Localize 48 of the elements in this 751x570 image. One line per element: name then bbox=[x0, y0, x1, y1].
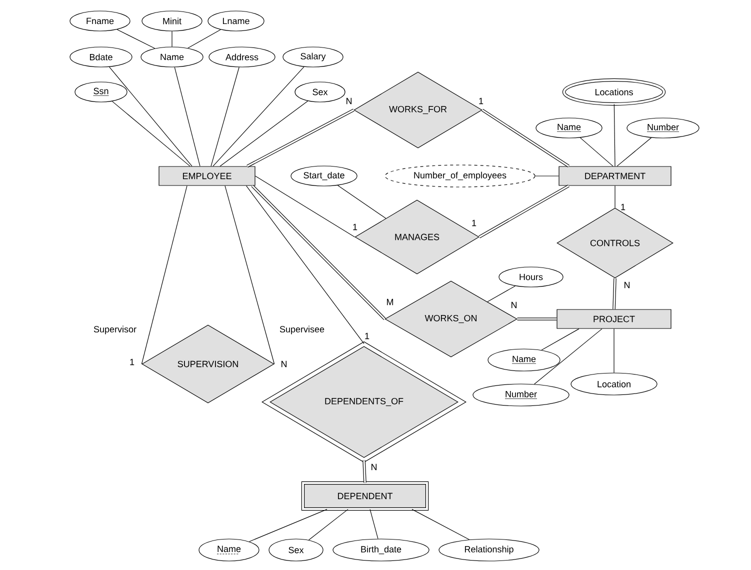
cardinality-label: M bbox=[386, 298, 394, 306]
cardinality-label: N bbox=[345, 97, 353, 105]
connector-line bbox=[174, 66, 200, 166]
entity-box: PROJECT bbox=[556, 309, 672, 329]
connector-line bbox=[370, 509, 378, 540]
cardinality-label: 1 bbox=[352, 223, 358, 231]
cardinality-label: 1 bbox=[620, 203, 626, 211]
connector-line bbox=[255, 176, 355, 238]
connector-line bbox=[614, 186, 616, 208]
connector-line bbox=[210, 66, 240, 166]
double-line bbox=[478, 184, 570, 238]
connector-line bbox=[308, 509, 348, 540]
cardinality-label: N bbox=[370, 463, 378, 471]
connector-line bbox=[112, 101, 190, 166]
connector-line bbox=[412, 509, 470, 540]
connector-line bbox=[614, 104, 616, 166]
connector-line bbox=[212, 66, 304, 166]
cardinality-label: N bbox=[280, 360, 288, 368]
weak-entity-box: DEPENDENT bbox=[301, 481, 429, 511]
connector-line bbox=[580, 137, 614, 166]
connector-line bbox=[487, 286, 516, 302]
entity-box: EMPLOYEE bbox=[158, 166, 256, 186]
double-line bbox=[482, 108, 570, 168]
cardinality-label: N bbox=[510, 301, 518, 309]
cardinality-label: N bbox=[623, 281, 631, 289]
connector-line bbox=[246, 186, 364, 344]
connector-line bbox=[220, 100, 308, 166]
role-label: Supervisee bbox=[280, 326, 324, 334]
connector-line bbox=[188, 29, 221, 48]
connector-line bbox=[534, 328, 602, 384]
double-line bbox=[612, 278, 616, 310]
entity-box: DEPARTMENT bbox=[558, 166, 672, 186]
connector-line bbox=[541, 328, 580, 350]
connector-line bbox=[108, 66, 192, 166]
cardinality-label: 1 bbox=[364, 332, 370, 340]
double-line bbox=[517, 318, 557, 320]
connector-line bbox=[141, 186, 188, 364]
double-line bbox=[251, 184, 386, 320]
connector-line bbox=[337, 185, 386, 219]
double-line bbox=[362, 460, 366, 483]
cardinality-label: 1 bbox=[478, 97, 484, 105]
connector-line bbox=[116, 29, 156, 49]
double-line bbox=[246, 108, 354, 168]
connector-line bbox=[224, 186, 275, 364]
connector-line bbox=[616, 137, 652, 166]
cardinality-label: 1 bbox=[128, 358, 136, 366]
connector-line bbox=[248, 509, 328, 542]
cardinality-label: 1 bbox=[470, 219, 478, 227]
